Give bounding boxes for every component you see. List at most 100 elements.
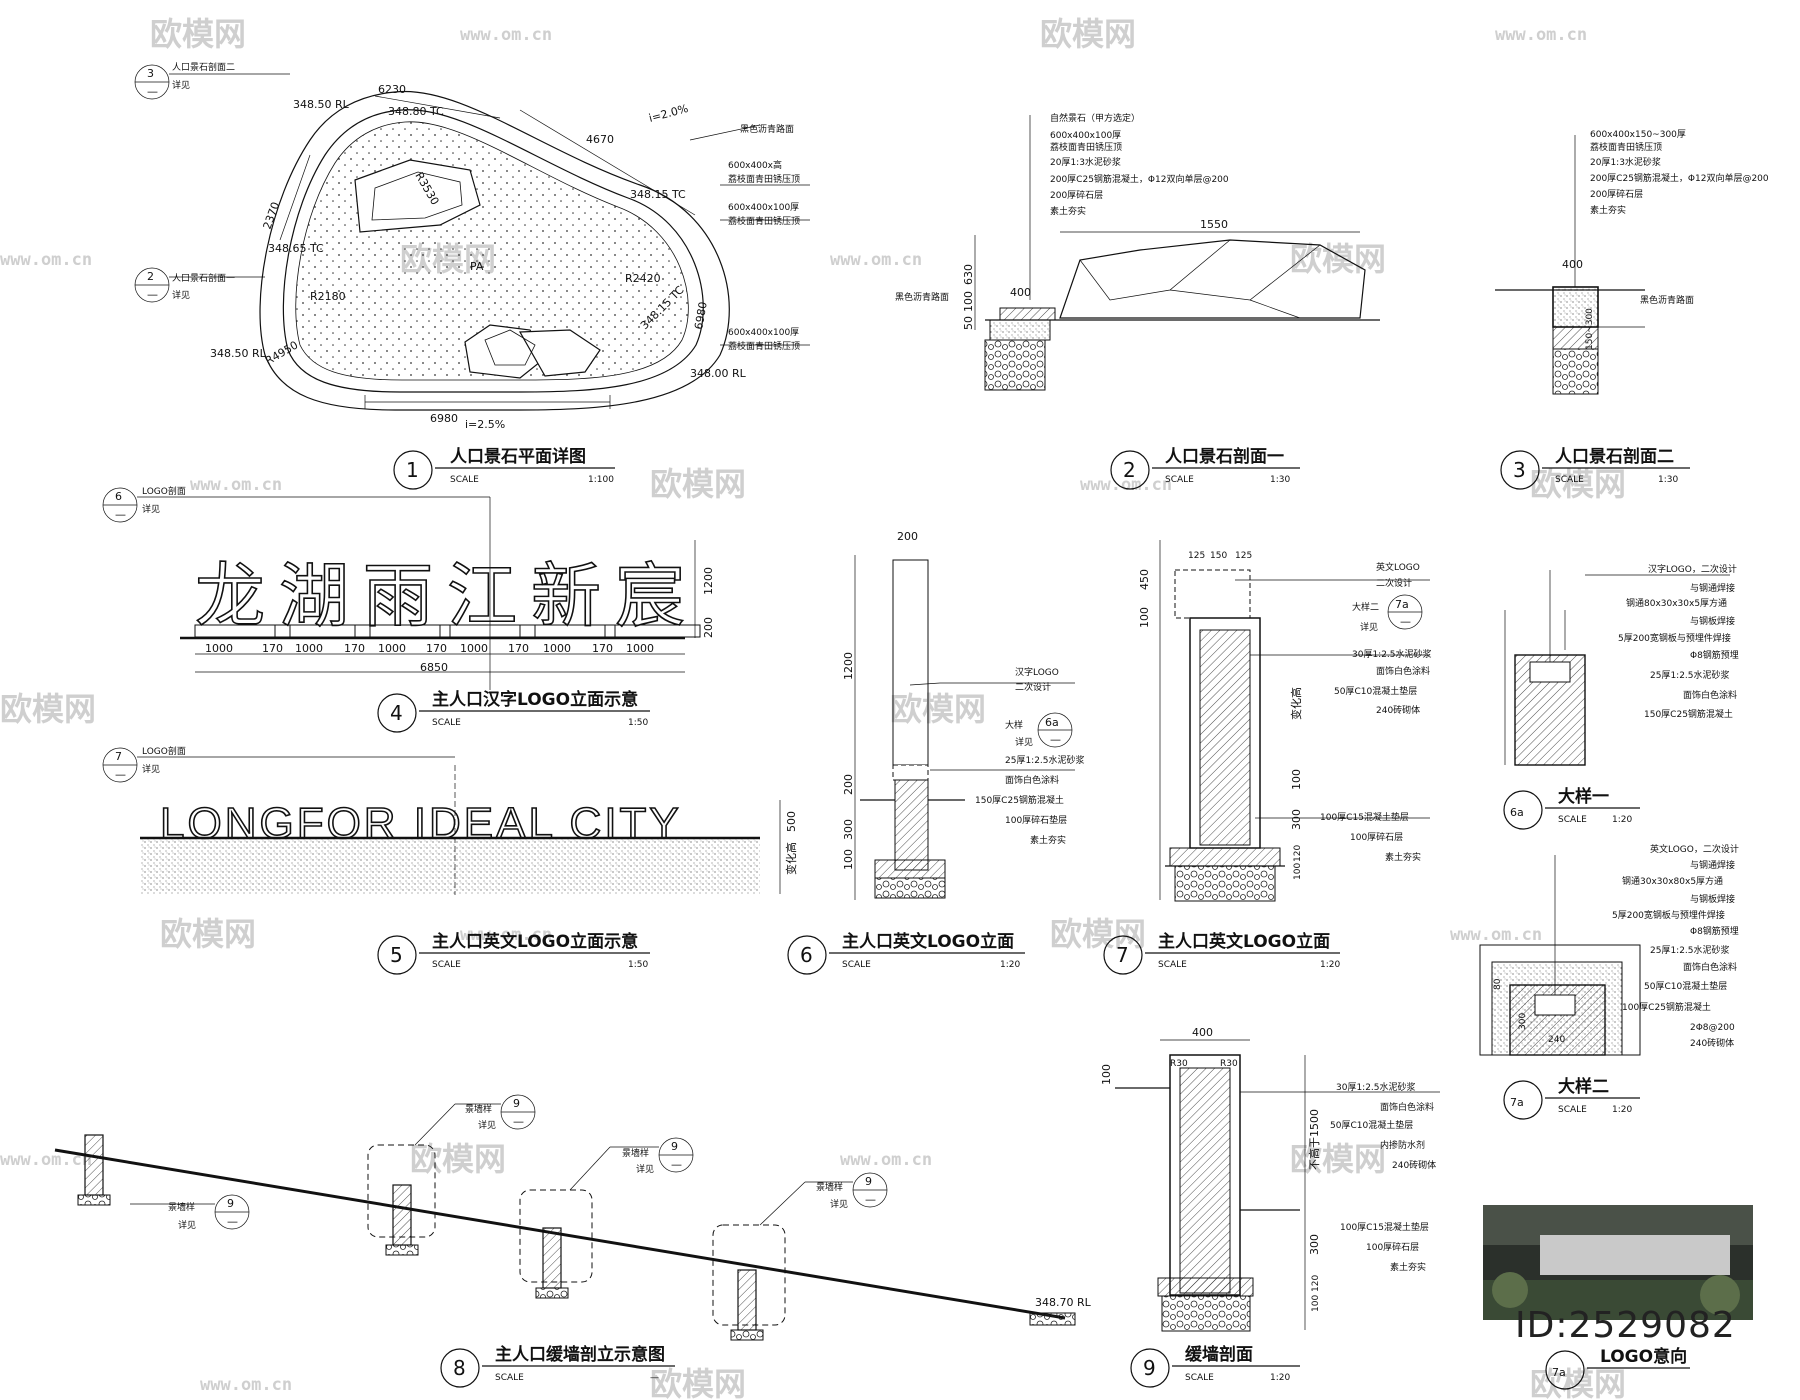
note: 25厚1:2.5水泥砂浆 [1650,944,1730,956]
callout-section-3[interactable]: 3 — 人口景石剖面二 详见 [134,61,290,100]
note: 素土夯实 [1030,834,1066,846]
dim-letter: 1000 [460,642,488,655]
svg-text:景墙样: 景墙样 [816,1181,843,1193]
dim-gap: 170 [592,642,613,655]
svg-text:主人口英文LOGO立面: 主人口英文LOGO立面 [842,931,1014,952]
dim-gap: 170 [426,642,447,655]
svg-text:—: — [227,1215,238,1228]
dim-120: 120 [1311,1275,1321,1292]
detail-7a-enlarged: 80 300 240 英文LOGO，二次设计 与钢通焊接 钢通30x30x80x… [1479,843,1739,1120]
note: 240砖砌体 [1392,1159,1436,1171]
note: 100厚碎石层 [1366,1241,1419,1253]
slope-1: i=2.0% [647,102,689,125]
callout-wall-9[interactable]: 景墙样 9 — 详见 [130,1194,250,1231]
svg-text:1:20: 1:20 [1612,815,1632,825]
callout-wall-9[interactable]: 景墙样 9 — 详见 [414,1094,536,1146]
note: 100厚C25钢筋混凝土 [1622,1001,1711,1013]
note: 150厚C25钢筋混凝土 [1644,708,1733,720]
svg-text:9: 9 [1143,1356,1156,1380]
dim-width: 400 [1192,1026,1213,1039]
svg-text:—: — [650,1373,659,1383]
callout-detail-7a[interactable]: 大样二 7a — 详见 [1352,594,1423,633]
note: 25厚1:2.5水泥砂浆 [1005,754,1085,766]
watermark-url: www.om.cn [200,1375,292,1395]
svg-text:1:20: 1:20 [1000,960,1020,970]
svg-text:7: 7 [1116,943,1129,967]
svg-text:大样一: 大样一 [1558,786,1609,807]
title-block-6a: 6a 大样一 SCALE 1:20 [1503,786,1640,830]
dim-var: 变化高 [1289,687,1303,720]
dim-height: 500 [785,811,798,832]
note: 200厚碎石层 [1590,188,1643,200]
svg-text:详见: 详见 [142,503,160,515]
title-block-7a: 7a 大样二 SCALE 1:20 [1503,1076,1640,1120]
dim: 125 [1235,551,1252,561]
callout-wall-9[interactable]: 景墙样 9 — 详见 [569,1137,694,1191]
svg-text:6: 6 [115,490,122,503]
callout-wall-9[interactable]: 景墙样 9 — 详见 [759,1172,888,1226]
watermark-brand: 欧模网 [1530,465,1626,503]
watermark-url: www.om.cn [190,475,282,495]
callout-detail-6a[interactable]: 大样 6a — 详见 [1005,712,1073,748]
note: 面饰白色涂料 [1005,774,1059,786]
watermark-url: www.om.cn [830,250,922,270]
watermark-url: www.om.cn [460,25,552,45]
note: Φ8钢筋预埋 [1690,649,1739,661]
dim-var: 变化高 [784,842,798,875]
dim-r: R30 [1220,1059,1238,1069]
dim-width-bottom: 6980 [430,412,458,425]
dim-height: 630 [962,264,975,285]
dim-300: 300 [1308,1234,1321,1255]
watermark-url: www.om.cn [1450,925,1542,945]
svg-text:—: — [865,1193,876,1206]
dim: 300 [1518,1013,1528,1030]
detail-6a-enlarged: 汉字LOGO，二次设计 与钢通焊接 钢通80x30x30x5厚方通 与钢板焊接 … [1503,563,1739,830]
dim-100: 100 [842,849,855,870]
svg-text:1:20: 1:20 [1270,1373,1290,1383]
title-block-6: 6 主人口英文LOGO立面 SCALE 1:20 [787,931,1025,975]
dim-100b: 100 [1311,1295,1321,1312]
svg-text:大样二: 大样二 [1558,1076,1609,1097]
note: 200厚C25钢筋混凝土，Φ12双向单层@200 [1590,172,1769,184]
svg-text:SCALE: SCALE [1158,960,1187,970]
svg-text:—: — [1400,615,1411,628]
svg-text:—: — [147,288,158,301]
svg-text:缓墙剖面: 缓墙剖面 [1185,1344,1253,1365]
note: 50厚C10混凝土垫层 [1334,685,1417,697]
svg-text:详见: 详见 [142,763,160,775]
watermark-url: www.om.cn [0,1150,92,1170]
svg-text:主人口汉字LOGO立面示意: 主人口汉字LOGO立面示意 [432,689,638,710]
note: 荔枝面青田锈压顶 [1050,141,1122,153]
callout-logo-section-7[interactable]: 7 — LOGO剖面 详见 [102,745,455,783]
note: 面饰白色涂料 [1683,689,1737,701]
dim-120: 120 [1293,845,1303,862]
note: 25厚1:2.5水泥砂浆 [1650,669,1730,681]
svg-text:详见: 详见 [478,1119,496,1131]
dim-letter: 1000 [205,642,233,655]
svg-text:—: — [147,85,158,98]
note: 汉字LOGO [1015,666,1059,678]
level-7: 348.00 RL [690,367,747,380]
note: 面饰白色涂料 [1380,1101,1434,1113]
dim-width: 400 [1562,258,1583,271]
note: 与钢通焊接 [1690,582,1735,594]
dim-r: R30 [1170,1059,1188,1069]
note: 荔枝面青田锈压顶 [728,340,800,352]
svg-text:人口景石平面详图: 人口景石平面详图 [450,446,586,467]
title-block-5: 5 主人口英文LOGO立面示意 SCALE 1:50 [377,931,650,975]
watermark-brand: 欧模网 [1050,915,1146,953]
level-1: 348.50 RL [293,98,350,111]
note: 与钢通焊接 [1690,859,1735,871]
note: 汉字LOGO，二次设计 [1648,563,1737,575]
note: 600x400x150~300厚 [1590,129,1686,140]
svg-text:7a: 7a [1395,598,1409,611]
svg-text:主人口缓墙剖立示意图: 主人口缓墙剖立示意图 [495,1344,665,1365]
callout-section-2[interactable]: 2 — 人口景石剖面一 详见 [134,267,265,303]
svg-text:大样二: 大样二 [1352,601,1379,613]
callout-logo-section-6[interactable]: 6 — LOGO剖面 详见 [102,485,491,690]
watermark-brand: 欧模网 [650,1365,746,1400]
note: 100厚碎石层 [1350,831,1403,843]
watermark-brand: 欧模网 [650,465,746,503]
svg-text:9: 9 [513,1097,520,1110]
watermark-brand: 欧模网 [160,915,256,953]
